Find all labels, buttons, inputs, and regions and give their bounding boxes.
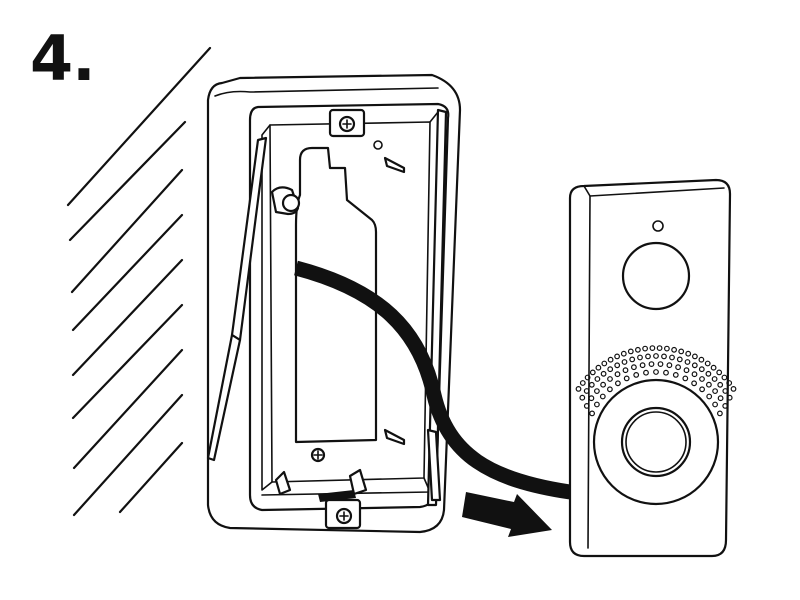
grill-hole: [678, 348, 685, 355]
grill-hole: [704, 360, 711, 367]
grill-hole: [699, 386, 705, 393]
grill-hole: [623, 375, 630, 382]
grill-hole: [684, 359, 691, 365]
grill-hole: [716, 369, 723, 376]
grill-hole: [717, 381, 724, 388]
grill-hole: [666, 362, 673, 369]
grill-hole: [627, 348, 634, 355]
grill-hole: [683, 367, 690, 374]
grill-hole: [594, 376, 601, 382]
grill-hole: [584, 374, 591, 381]
grill-hole: [672, 372, 679, 378]
grill-hole: [685, 350, 692, 357]
grill-hole: [649, 345, 656, 352]
grill-hole: [692, 353, 698, 360]
grill-hole: [615, 380, 621, 387]
grill-hole: [726, 394, 733, 401]
grill-hole: [710, 364, 717, 371]
grill-hole: [706, 381, 712, 388]
doorbell-unit-icon: [568, 178, 737, 558]
grill-hole: [588, 395, 595, 402]
grill-hole: [711, 376, 718, 382]
grill-hole: [583, 403, 590, 409]
grill-hole: [706, 393, 713, 400]
grill-hole: [682, 375, 689, 382]
grill-hole: [699, 376, 705, 382]
grill-hole: [671, 346, 677, 353]
grill-hole: [653, 353, 659, 359]
grill-hole: [583, 388, 590, 394]
grill-hole: [721, 374, 728, 381]
grill-hole: [722, 388, 729, 394]
wall-hatching-icon: [66, 46, 212, 517]
grill-hole: [601, 360, 608, 367]
grill-hole: [675, 364, 681, 371]
grill-hole: [607, 386, 613, 393]
grill-hole: [620, 350, 627, 357]
grill-hole: [726, 380, 733, 386]
grill-hole: [589, 410, 595, 417]
grill-hole: [664, 345, 670, 352]
grill-hole: [635, 346, 641, 353]
grill-hole: [676, 356, 683, 363]
grill-hole: [575, 386, 582, 392]
grill-hole: [637, 354, 643, 361]
grill-hole: [648, 361, 655, 368]
insert-arrow-icon: [462, 492, 552, 537]
grill-hole: [599, 393, 606, 400]
grill-hole: [698, 356, 705, 363]
grill-hole: [691, 362, 698, 369]
grill-hole: [600, 370, 607, 377]
grill-hole: [588, 381, 595, 388]
grill-hole: [722, 403, 729, 409]
grill-hole: [717, 410, 723, 417]
grill-hole: [657, 361, 664, 368]
grill-hole: [594, 401, 600, 408]
grill-hole: [642, 345, 648, 352]
step-number: 4.: [30, 22, 96, 95]
grill-hole: [712, 388, 718, 395]
grill-hole: [705, 370, 712, 377]
grill-hole: [629, 356, 636, 363]
grill-hole: [589, 369, 596, 376]
grill-hole: [595, 364, 602, 371]
grill-hole: [579, 380, 586, 386]
grill-hole: [631, 364, 637, 371]
grill-hole: [717, 395, 724, 402]
grill-hole: [691, 371, 698, 378]
grill-hole: [622, 367, 629, 374]
mounting-box-icon: [206, 73, 462, 534]
grill-hole: [663, 369, 669, 376]
grill-hole: [607, 376, 613, 382]
grill-hole: [669, 354, 675, 361]
grill-hole: [643, 369, 649, 376]
grill-hole: [614, 353, 620, 360]
grill-hole: [607, 356, 614, 363]
grill-hole: [698, 366, 705, 373]
grill-hole: [691, 380, 697, 387]
grill-hole: [579, 394, 586, 401]
grill-hole: [730, 386, 737, 392]
cable-icon: [294, 260, 572, 500]
speaker-grill: [575, 345, 737, 417]
grill-hole: [661, 353, 667, 360]
grill-hole: [621, 359, 628, 365]
grill-hole: [656, 345, 663, 352]
grill-hole: [653, 369, 659, 375]
grill-hole: [633, 372, 640, 378]
grill-hole: [614, 371, 621, 378]
grill-hole: [645, 353, 651, 360]
grill-hole: [594, 388, 600, 395]
grill-hole: [712, 401, 718, 408]
grill-hole: [639, 362, 646, 369]
grill-hole: [614, 362, 621, 369]
grill-hole: [607, 366, 614, 373]
grill-hole: [600, 381, 606, 388]
